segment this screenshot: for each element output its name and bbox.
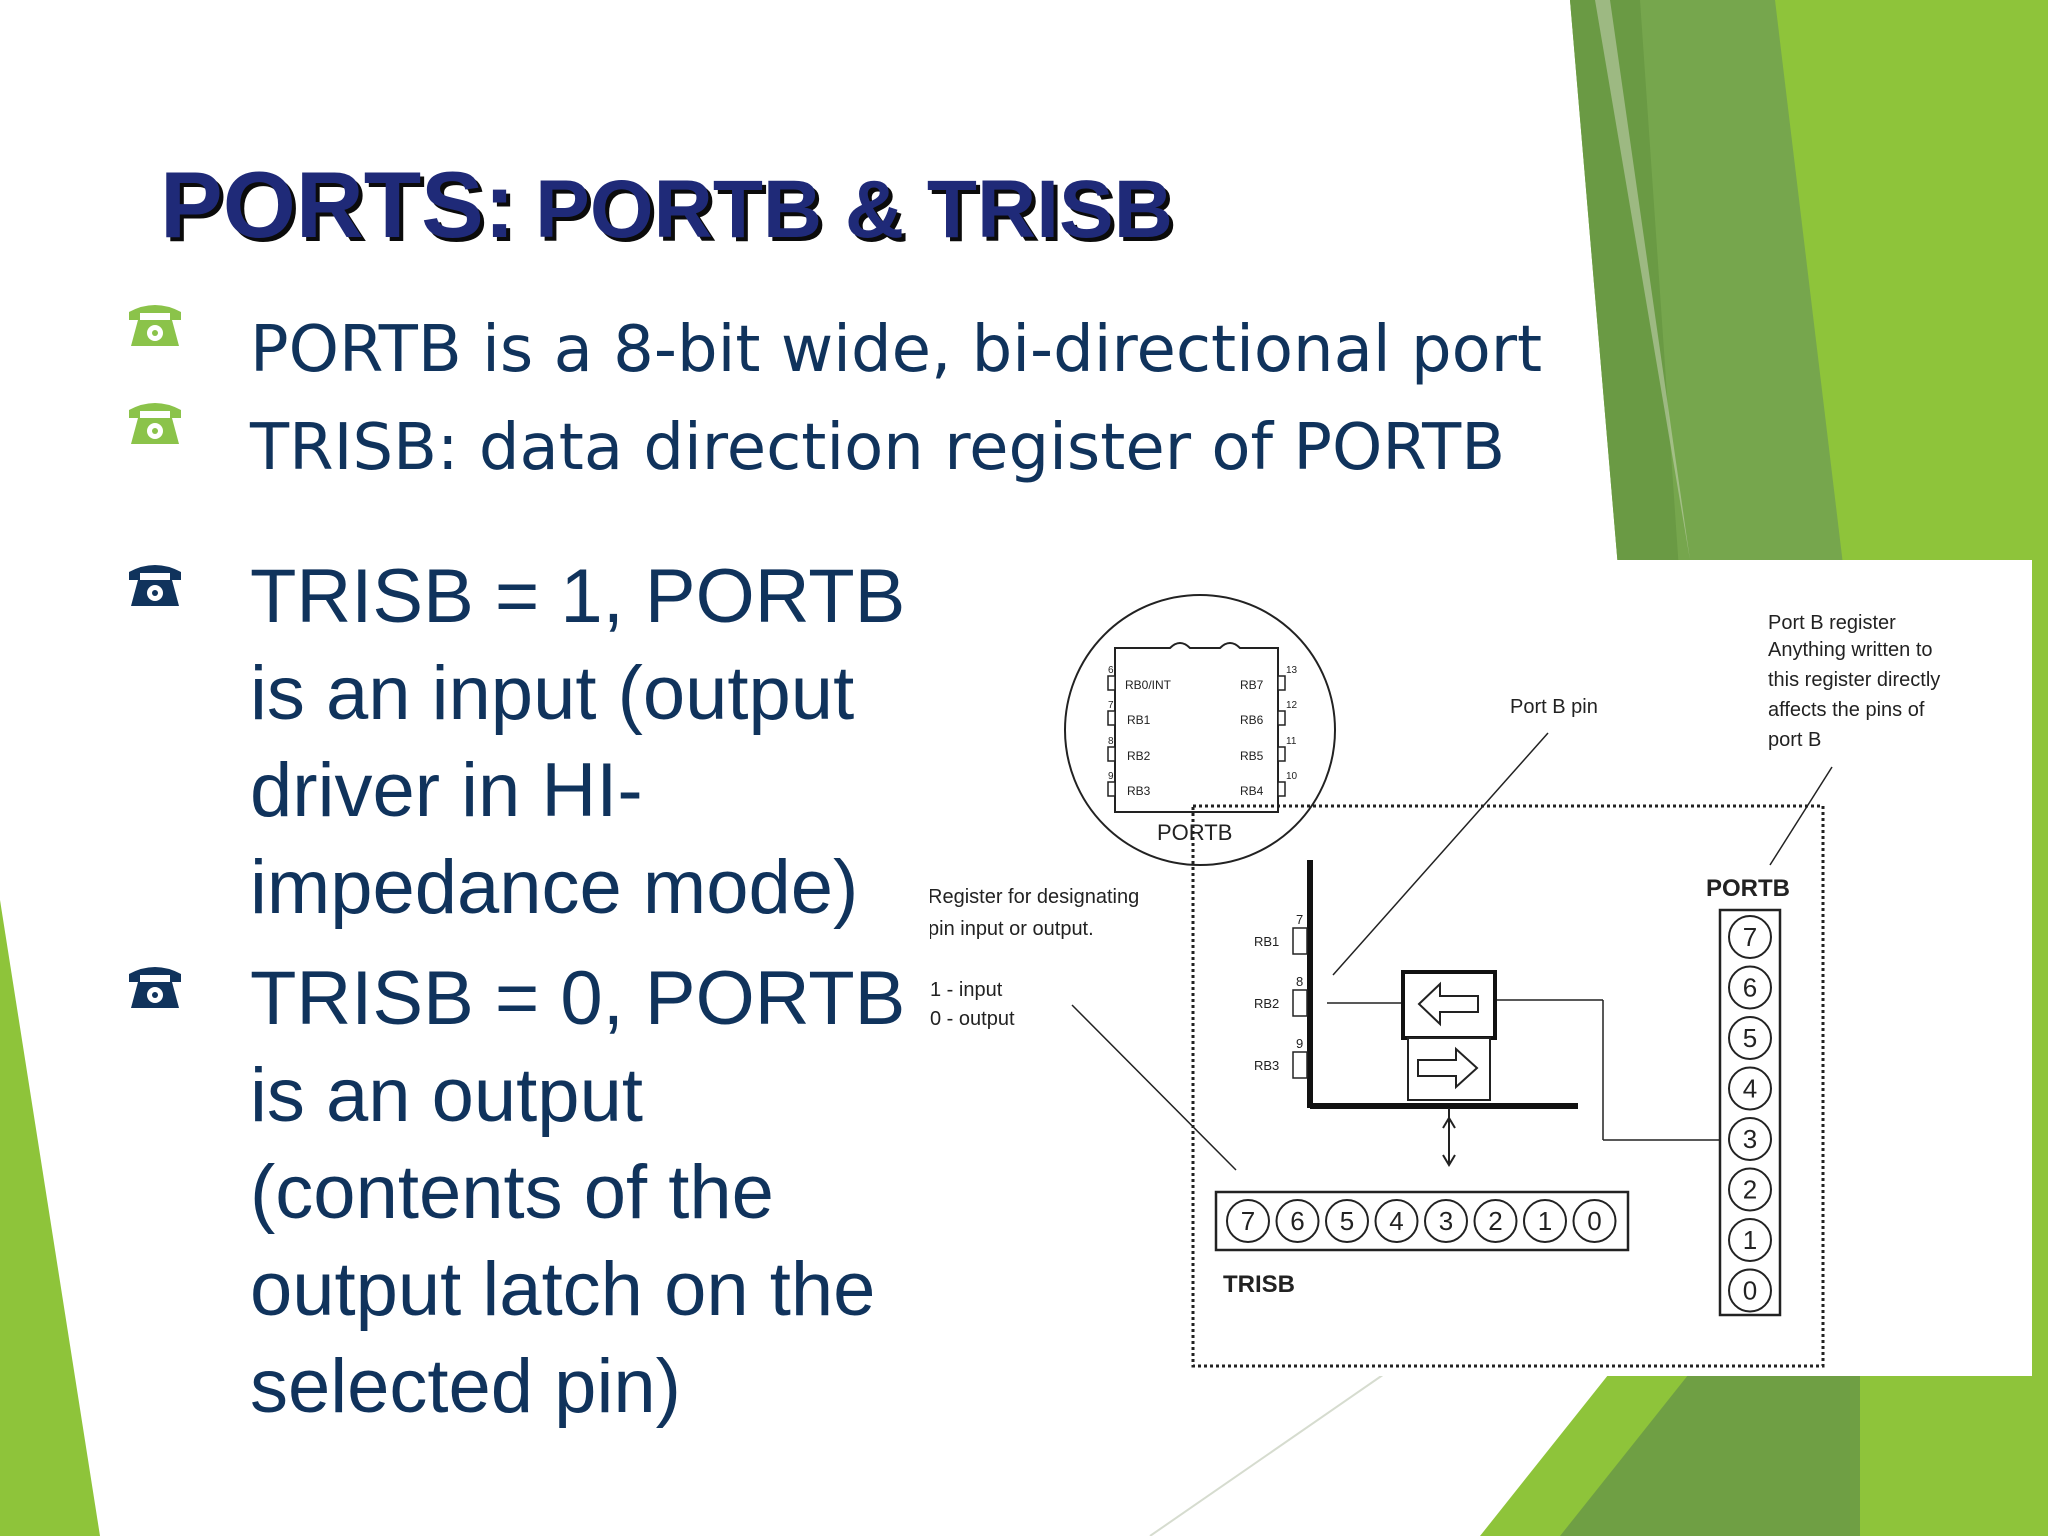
- trisb-legend-line: 0 - output: [930, 1008, 1015, 1030]
- bullet-text-2: TRISB: data direction register of PORTB: [250, 411, 1506, 485]
- portb-bit-circle: [1728, 1218, 1772, 1262]
- trisb-bit-circle: [1275, 1199, 1320, 1243]
- title-main: PORTS:: [160, 152, 516, 257]
- port-b-register-note-line: this register directly: [1768, 669, 1940, 691]
- trisb-bits: 7 6 5 4 3 2 1 0: [1226, 1199, 1617, 1243]
- chip-pin-label: RB3: [1127, 784, 1151, 798]
- bullet-item-4: TRISB = 0, PORTB is an output (contents …: [125, 950, 970, 1435]
- chip-label: PORTB: [1157, 820, 1232, 845]
- portb-bit-circle: [1728, 1268, 1772, 1313]
- chip-pin-number: 6: [1108, 665, 1114, 676]
- trisb-register-label: TRISB: [1223, 1271, 1295, 1298]
- chip-pin-number: 10: [1286, 771, 1298, 782]
- trisb-bit-circle: [1374, 1199, 1419, 1243]
- portb-bit-label: 1: [1743, 1225, 1757, 1255]
- chip-pin-number: 8: [1108, 736, 1114, 747]
- pin-label: RB2: [1254, 996, 1279, 1011]
- chip-pin-label: RB4: [1240, 784, 1264, 798]
- portb-bit-circle: [1728, 1117, 1772, 1161]
- portb-bit-label: 5: [1743, 1023, 1757, 1053]
- portb-trisb-diagram: RB0/INT RB1 RB2 RB3 RB7 RB6 RB5 RB4 6 7 …: [930, 560, 2032, 1376]
- trisb-bit-label: 2: [1488, 1206, 1502, 1236]
- bullet-item-1: PORTB is a 8-bit wide, bi-directional po…: [125, 302, 1542, 398]
- trisb-bit-circle: [1424, 1199, 1468, 1243]
- portb-bit-circle: [1728, 915, 1772, 959]
- bullet-item-3: TRISB = 1, PORTB is an input (output dri…: [125, 548, 970, 936]
- trisb-bit-label: 7: [1241, 1206, 1255, 1236]
- telephone-bullet-icon: [129, 967, 181, 1008]
- portb-bit-circle: [1728, 965, 1772, 1010]
- tristate-buffer: [1401, 970, 1497, 1167]
- trisb-bit-label: 0: [1587, 1206, 1601, 1236]
- portb-bits: 7 6 5 4 3 2 1 0: [1728, 915, 1772, 1313]
- trisb-note-line: Register for designating: [930, 886, 1139, 908]
- portb-bit-circle: [1728, 1016, 1772, 1060]
- chip-pin-number: 7: [1108, 700, 1114, 711]
- port-b-register-note-line: port B: [1768, 729, 1821, 751]
- chip-pin-number: 13: [1286, 665, 1298, 676]
- trisb-register: 7 6 5 4 3 2 1 0 TRISB: [1214, 1190, 1630, 1298]
- chip-pin-number: 12: [1286, 700, 1298, 711]
- trisb-legend-line: 1 - input: [930, 979, 1003, 1001]
- chip-magnifier: RB0/INT RB1 RB2 RB3 RB7 RB6 RB5 RB4 6 7 …: [1064, 594, 1336, 866]
- trisb-bit-label: 1: [1538, 1206, 1552, 1236]
- trisb-bit-label: 5: [1340, 1206, 1354, 1236]
- port-b-register-note-line: affects the pins of: [1768, 699, 1925, 721]
- trisb-bit-circle: [1523, 1199, 1567, 1243]
- dotted-boundary: [1191, 804, 1825, 1368]
- chip-pin-label: RB7: [1240, 678, 1264, 692]
- portb-register: PORTB 7 6 5 4 3 2 1 0: [1706, 875, 1790, 1317]
- chip-pin-label: RB0/INT: [1125, 678, 1172, 692]
- portb-bit-label: 6: [1743, 973, 1757, 1003]
- bullet-text-1: PORTB is a 8-bit wide, bi-directional po…: [250, 313, 1543, 387]
- chip-pin-label: RB2: [1127, 749, 1151, 763]
- trisb-bit-circle: [1473, 1199, 1518, 1243]
- portb-bit-circle: [1728, 1167, 1772, 1212]
- portb-bit-label: 4: [1743, 1074, 1757, 1104]
- telephone-bullet-icon: [129, 305, 181, 346]
- chip-pin-number: 9: [1108, 771, 1114, 782]
- pin-label: RB1: [1254, 934, 1279, 949]
- port-b-pin-label: Port B pin: [1510, 696, 1598, 718]
- trisb-bit-circle: [1572, 1199, 1617, 1243]
- chip-pin-label: RB6: [1240, 713, 1264, 727]
- slide-title: PORTS:PORTB & TRISB: [160, 158, 1173, 252]
- title-sub: PORTB & TRISB: [535, 164, 1173, 255]
- trisb-bit-circle: [1226, 1199, 1270, 1243]
- portb-bit-label: 0: [1743, 1276, 1757, 1306]
- port-b-register-note-line: Port B register: [1768, 612, 1896, 634]
- portb-bit-label: 3: [1743, 1124, 1757, 1154]
- pin-number: 8: [1296, 974, 1303, 989]
- pin-number: 7: [1296, 912, 1303, 927]
- pin-number: 9: [1296, 1036, 1303, 1051]
- port-b-register-note-line: Anything written to: [1768, 639, 1933, 661]
- bullet-item-2: TRISB: data direction register of PORTB: [125, 400, 1505, 496]
- portb-register-label: PORTB: [1706, 875, 1790, 902]
- telephone-bullet-icon: [129, 403, 181, 444]
- trisb-bit-label: 3: [1439, 1206, 1453, 1236]
- trisb-bit-circle: [1325, 1199, 1369, 1243]
- pin-label: RB3: [1254, 1058, 1279, 1073]
- portb-bit-label: 7: [1743, 922, 1757, 952]
- trisb-bit-label: 4: [1389, 1206, 1403, 1236]
- trisb-bit-label: 6: [1290, 1206, 1304, 1236]
- chip-pin-label: RB5: [1240, 749, 1264, 763]
- chip-pin-number: 11: [1286, 736, 1297, 747]
- portb-bit-label: 2: [1743, 1175, 1757, 1205]
- telephone-bullet-icon: [129, 565, 181, 606]
- portb-bit-circle: [1728, 1066, 1772, 1111]
- bullet-text-3: TRISB = 1, PORTB is an input (output dri…: [250, 554, 906, 930]
- trisb-note-line: pin input or output.: [930, 918, 1094, 940]
- bullet-text-4: TRISB = 0, PORTB is an output (contents …: [250, 956, 906, 1429]
- chip-pin-label: RB1: [1127, 713, 1151, 727]
